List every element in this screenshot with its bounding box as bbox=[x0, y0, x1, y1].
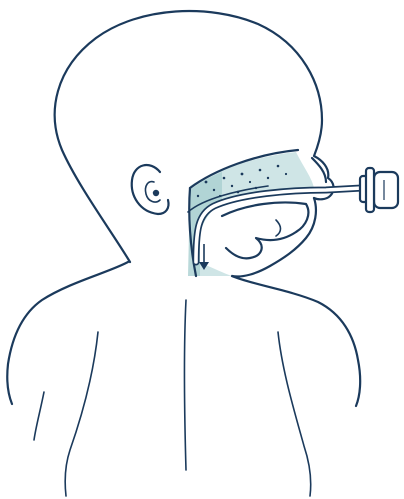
nose-icon bbox=[312, 158, 326, 182]
ear-icon bbox=[132, 165, 169, 214]
torso-outline bbox=[7, 262, 360, 496]
tube-flange-icon bbox=[360, 168, 398, 212]
